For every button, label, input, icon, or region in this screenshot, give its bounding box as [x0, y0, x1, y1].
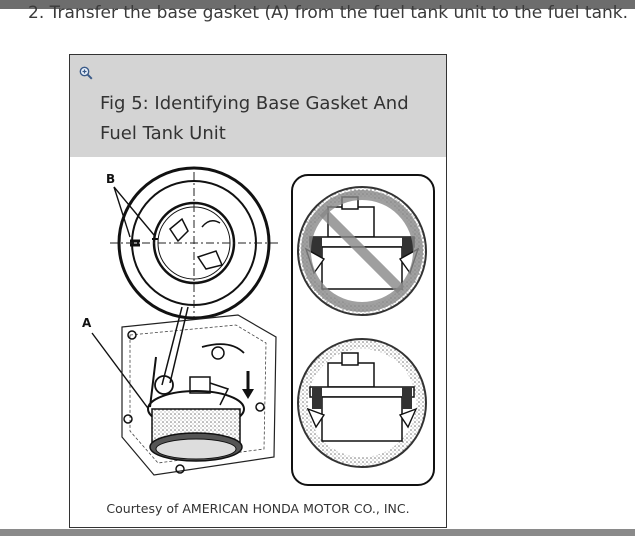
figure-card: Fig 5: Identifying Base Gasket And Fuel …	[69, 54, 447, 528]
fuel-tank-unit	[121, 306, 277, 476]
zoom-in-icon[interactable]	[79, 65, 93, 80]
step-instruction: 2. Transfer the base gasket (A) from the…	[28, 3, 629, 23]
callout-a: A	[82, 316, 92, 330]
magnified-view	[110, 166, 280, 320]
bottom-bar	[0, 529, 635, 536]
callout-b: B	[106, 172, 115, 186]
figure-header: Fig 5: Identifying Base Gasket And Fuel …	[70, 55, 446, 157]
comparison-panel	[291, 174, 435, 486]
fuel-pump-diagram: B A	[82, 166, 435, 486]
correct-installation	[297, 338, 427, 468]
figure-title: Fig 5: Identifying Base Gasket And Fuel …	[100, 93, 409, 144]
incorrect-installation	[297, 186, 427, 316]
figure-caption: Courtesy of AMERICAN HONDA MOTOR CO., IN…	[106, 501, 410, 516]
top-bar	[0, 0, 635, 9]
